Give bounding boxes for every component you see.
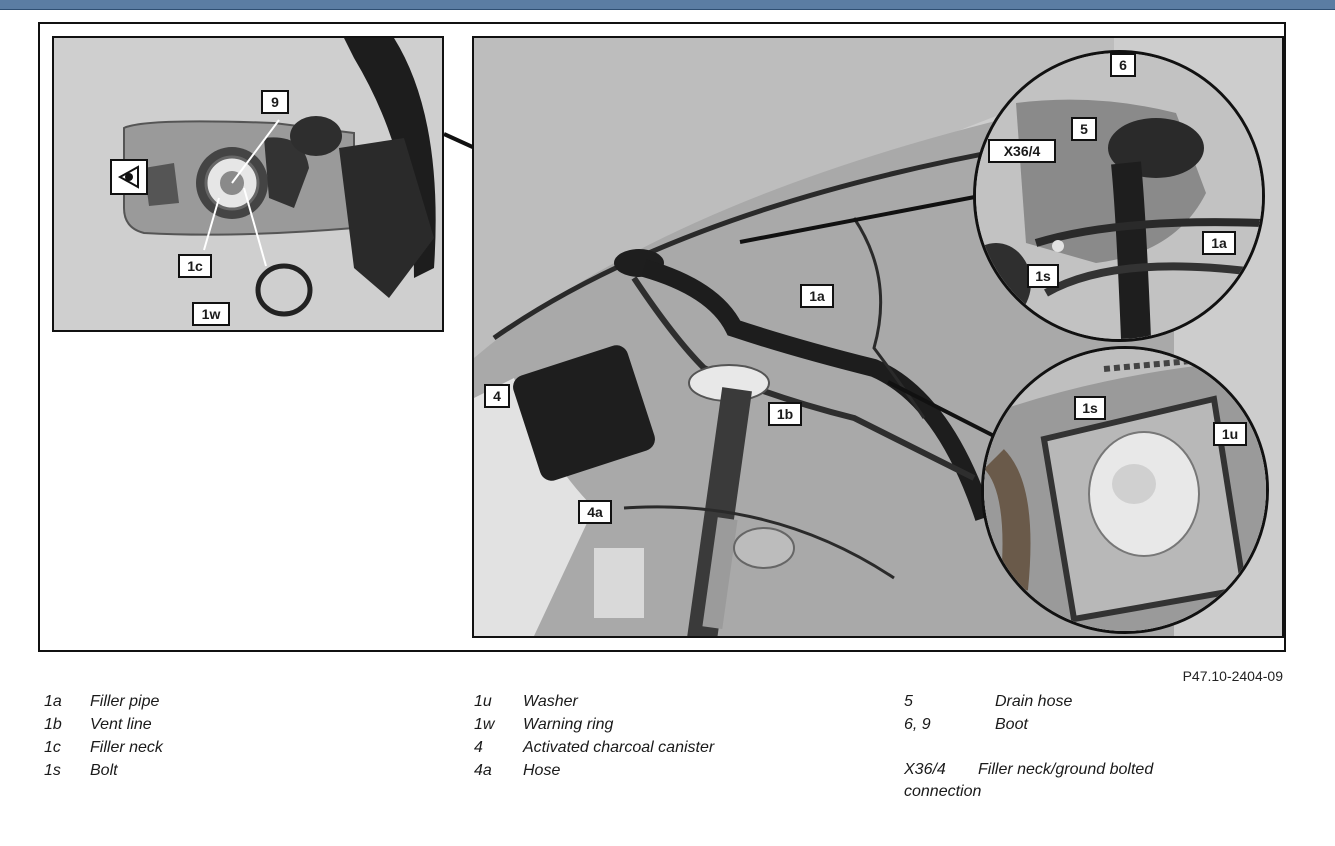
- callout-1u: 1u: [1213, 422, 1247, 446]
- callout-5: 5: [1071, 117, 1097, 141]
- callout-1s-top: 1s: [1027, 264, 1059, 288]
- legend-item: 1a Filler pipe: [44, 690, 163, 713]
- callout-1w: 1w: [192, 302, 230, 326]
- callout-9: 9: [261, 90, 289, 114]
- legend-label: Activated charcoal canister: [523, 739, 715, 756]
- legend-label: Vent line: [90, 716, 152, 733]
- eye-view-icon: [110, 159, 148, 195]
- legend-label: Filler neck: [90, 739, 163, 756]
- callout-1b: 1b: [768, 402, 802, 426]
- detail-circle-bottom: [981, 346, 1269, 634]
- callout-4: 4: [484, 384, 510, 408]
- legend-label: Washer: [523, 693, 578, 710]
- window-title-bar: [0, 0, 1335, 10]
- figure-frame: 9 1c 1w 1a 1b 4 4a: [38, 22, 1286, 652]
- legend-code: 1s: [44, 762, 61, 779]
- legend-label: Filler pipe: [90, 693, 160, 710]
- callout-1s-bottom: 1s: [1074, 396, 1106, 420]
- callout-1c: 1c: [178, 254, 212, 278]
- legend-code: X36/4: [904, 761, 946, 778]
- legend-item: 1b Vent line: [44, 713, 163, 736]
- legend-code: 1u: [474, 693, 492, 710]
- legend-label: Warning ring: [523, 716, 614, 733]
- legend-spacer: [904, 736, 1234, 759]
- legend-label: Filler neck/ground bolted connection: [904, 761, 1154, 800]
- legend-code: 4: [474, 739, 483, 756]
- legend-code: 4a: [474, 762, 492, 779]
- legend-item: 5 Drain hose: [904, 690, 1234, 713]
- legend-code: 5: [904, 693, 913, 710]
- figure-id: P47.10-2404-09: [1182, 668, 1283, 684]
- legend-item: 6, 9 Boot: [904, 713, 1234, 736]
- legend-item: 1u Washer: [474, 690, 714, 713]
- legend-code: 1b: [44, 716, 62, 733]
- legend-code: 1a: [44, 693, 62, 710]
- callout-x36-4: X36/4: [988, 139, 1056, 163]
- legend-item: 1w Warning ring: [474, 713, 714, 736]
- detail-circle-top: [973, 50, 1265, 342]
- legend-item: 4 Activated charcoal canister: [474, 736, 714, 759]
- callout-1a-detail: 1a: [1202, 231, 1236, 255]
- filler-flap-photo: [52, 36, 444, 332]
- callout-4a: 4a: [578, 500, 612, 524]
- legend-code: 1c: [44, 739, 61, 756]
- callout-6: 6: [1110, 53, 1136, 77]
- legend-item: 4a Hose: [474, 759, 714, 782]
- legend-item: 1c Filler neck: [44, 736, 163, 759]
- legend-item: 1s Bolt: [44, 759, 163, 782]
- legend-label: Boot: [995, 716, 1028, 733]
- legend-label: Hose: [523, 762, 561, 779]
- legend-column-2: 1u Washer 1w Warning ring 4 Activated charc…: [474, 690, 714, 782]
- legend-code: 6, 9: [904, 716, 931, 733]
- legend-label: Drain hose: [995, 693, 1073, 710]
- callout-1a-main: 1a: [800, 284, 834, 308]
- legend-code: 1w: [474, 716, 495, 733]
- legend-label: Bolt: [90, 762, 118, 779]
- detail-pointer-lines: [739, 194, 999, 440]
